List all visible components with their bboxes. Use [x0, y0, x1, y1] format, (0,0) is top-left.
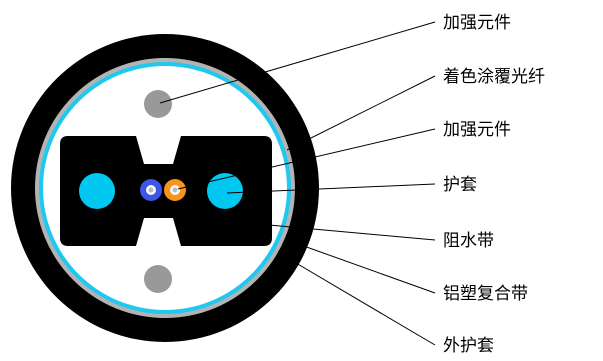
label-water-blocking-tape: 阻水带 — [443, 231, 494, 251]
label-strength-member-jacket: 加强元件 — [443, 120, 511, 140]
cable-cross-section — [11, 34, 319, 342]
leader-line-7 — [295, 262, 436, 346]
label-outer-sheath: 外护套 — [443, 336, 494, 356]
leader-line-1 — [159, 21, 436, 104]
colored-fiber-blue — [140, 179, 162, 201]
leader-line-2 — [286, 75, 436, 151]
label-jacket: 护套 — [443, 175, 477, 195]
label-strength-member-top: 加强元件 — [443, 13, 511, 33]
colored-fiber-orange — [164, 179, 186, 201]
jacket-strength-member-right — [207, 173, 243, 209]
label-aluminum-composite-tape: 铝塑复合带 — [443, 284, 528, 304]
leader-line-6 — [286, 239, 436, 294]
label-colored-coated-fiber: 着色涂覆光纤 — [443, 67, 545, 87]
leader-line-3 — [177, 128, 436, 190]
leader-lines — [159, 21, 436, 346]
strength-member-top — [144, 90, 172, 118]
leader-line-5 — [268, 224, 436, 241]
leader-line-4 — [226, 183, 436, 194]
labels: 加强元件 着色涂覆光纤 加强元件 护套 阻水带 铝塑复合带 外护套 — [443, 13, 545, 356]
strength-member-bottom — [144, 265, 172, 293]
jacket-strength-member-left — [79, 173, 115, 209]
